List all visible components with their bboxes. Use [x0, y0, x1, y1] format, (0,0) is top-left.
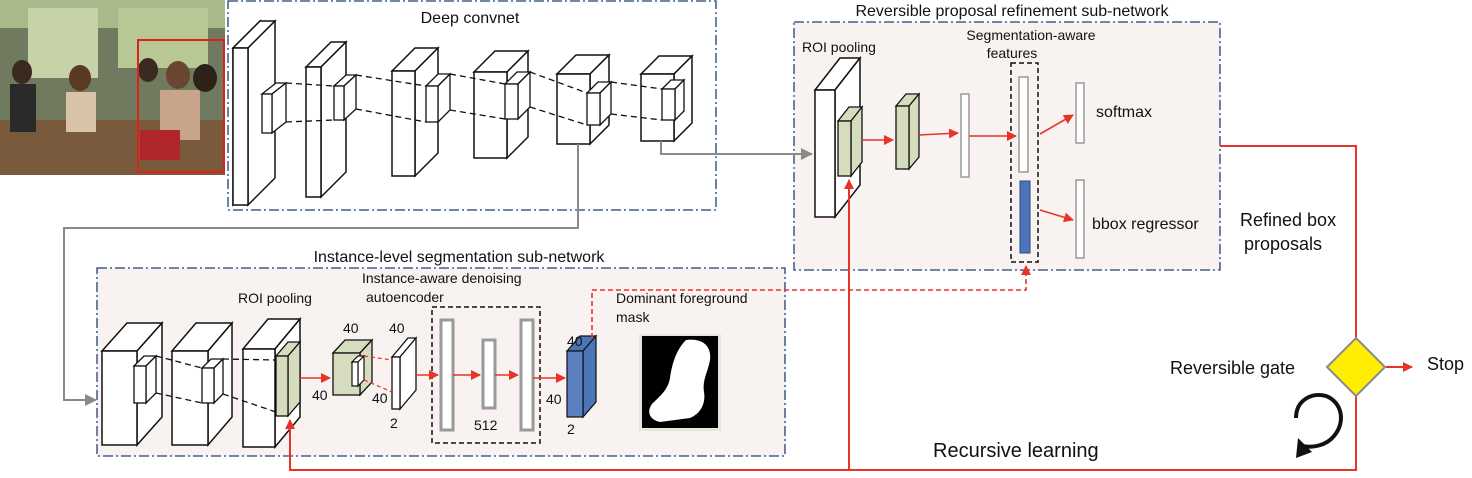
gray-connectors [63, 141, 813, 406]
ae-layer-2 [481, 338, 497, 410]
recursive-loop-lines [285, 145, 1413, 471]
stop-label: Stop [1427, 354, 1464, 374]
refined-label-1: Refined box [1240, 210, 1336, 230]
blue-cube-dim-top: 40 [567, 333, 583, 349]
roi-pooling-top-label: ROI pooling [802, 39, 876, 55]
refinement-title: Reversible proposal refinement sub-netwo… [855, 3, 1169, 20]
blue-cube-dim-left: 40 [546, 391, 562, 407]
convnet-kernel-3 [424, 72, 452, 124]
seg-roi-feature [274, 340, 302, 418]
convnet-projection-lines [285, 71, 663, 126]
seg-kernel-1 [132, 354, 158, 405]
green-cube-dim-top: 40 [343, 320, 359, 336]
convnet-kernel-5 [585, 80, 613, 127]
roi-pool-top-feature [836, 105, 864, 178]
reversible-gate-label: Reversible gate [1170, 358, 1295, 378]
segmentation-aware-label-2: features [987, 45, 1038, 61]
denoising-label-2: autoencoder [366, 289, 444, 305]
ae-layer-1 [439, 318, 455, 432]
green-cube-dim-left: 40 [312, 387, 328, 403]
denoising-label-1: Instance-aware denoising [362, 270, 522, 286]
seg-projection-lines [155, 355, 277, 413]
blue-cube-dim-bottom: 2 [567, 421, 575, 437]
convnet-block-6 [639, 54, 694, 143]
segmentation-arrows [300, 370, 566, 383]
green-cube-kernel [350, 354, 366, 388]
convnet-kernel-2 [332, 73, 358, 122]
fc-feature-green [894, 92, 921, 171]
seg-aware-feature-blue [1019, 180, 1031, 254]
convnet-kernel-4 [503, 70, 532, 121]
softmax-vector [1075, 82, 1085, 144]
convnet-kernel-6 [660, 78, 686, 122]
refined-label-2: proposals [1244, 234, 1322, 254]
convnet-kernel-1 [260, 81, 288, 135]
thin-cube-dim-right: 40 [372, 390, 388, 406]
bbox-vector [1075, 179, 1085, 259]
thin-cube-dim-top: 40 [389, 320, 405, 336]
segmentation-aware-label-1: Segmentation-aware [966, 27, 1095, 43]
ae-layer-3 [519, 318, 535, 432]
mask-feedback-dashed [591, 265, 1031, 338]
reversible-gate-diamond [1325, 336, 1387, 398]
seg-aware-feature-white [1018, 76, 1029, 173]
deep-convnet-title: Deep convnet [421, 10, 520, 27]
seg-kernel-2 [200, 357, 225, 405]
fc-vector-top [960, 93, 970, 178]
thin-cube-dim-bottom: 2 [390, 415, 398, 431]
green-to-thin-lines [363, 355, 393, 393]
thin-cube [390, 336, 418, 411]
refinement-arrows [862, 114, 1074, 223]
segmentation-title: Instance-level segmentation sub-network [314, 249, 606, 266]
softmax-label: softmax [1096, 104, 1152, 121]
recursive-learning-label: Recursive learning [933, 440, 1099, 462]
ae-dim-bottom: 512 [474, 417, 498, 433]
foreground-mask-image [639, 334, 721, 431]
input-photo [0, 0, 225, 175]
segmentation-aware-box [1010, 62, 1039, 263]
recursion-icon [1294, 393, 1343, 458]
refinement-panel [793, 21, 1221, 271]
dominant-label-1: Dominant foreground [616, 290, 748, 306]
blue-cube [565, 334, 598, 419]
dominant-label-2: mask [616, 309, 650, 325]
roi-pooling-bottom-label: ROI pooling [238, 290, 312, 306]
bbox-regressor-label: bbox regressor [1092, 216, 1199, 233]
